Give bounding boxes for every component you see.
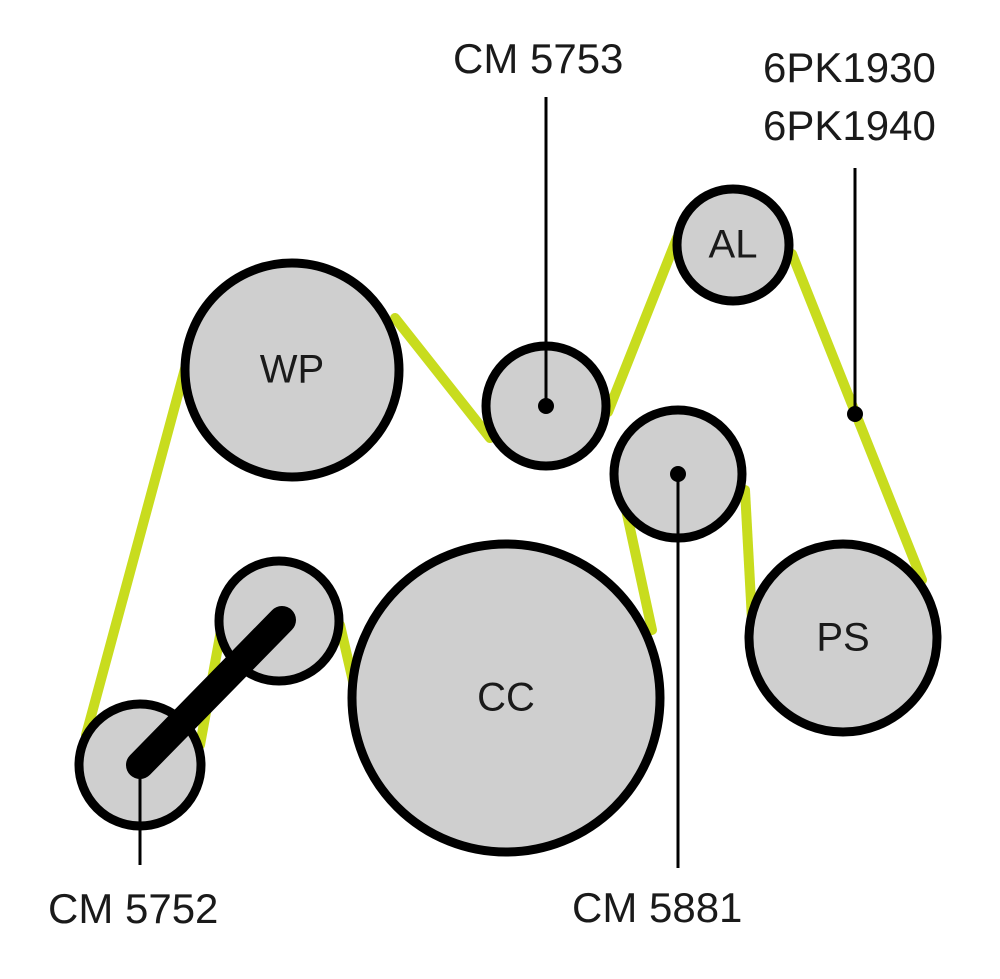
belt-segment (81, 360, 191, 740)
cm5753-leader-dot (538, 398, 554, 414)
cm5752-label: CM 5752 (48, 885, 218, 932)
belt-segment (620, 500, 657, 635)
cm5753-label: CM 5753 (453, 35, 623, 82)
crankshaft-pulley (347, 539, 665, 857)
belt-part-number-2: 6PK1940 (763, 102, 936, 149)
crankshaft-label: CC (477, 676, 535, 720)
belt-part-number-1: 6PK1930 (763, 44, 936, 91)
belt-segment (603, 233, 682, 417)
alternator-pulley (672, 184, 794, 306)
water-pump-pulley (180, 258, 404, 482)
power-steering-pulley (744, 539, 942, 737)
cm5881-leader-dot (670, 466, 686, 482)
drive-belt (81, 233, 927, 750)
power-steering-label: PS (816, 616, 869, 660)
belt-segment (390, 313, 495, 443)
alternator-label: AL (709, 223, 758, 267)
water-pump-label: WP (260, 348, 324, 392)
belt-leader-dot (847, 406, 863, 422)
cm5881-label: CM 5881 (572, 884, 742, 931)
tensioner-arm (126, 606, 296, 779)
belt-segment (740, 485, 757, 625)
